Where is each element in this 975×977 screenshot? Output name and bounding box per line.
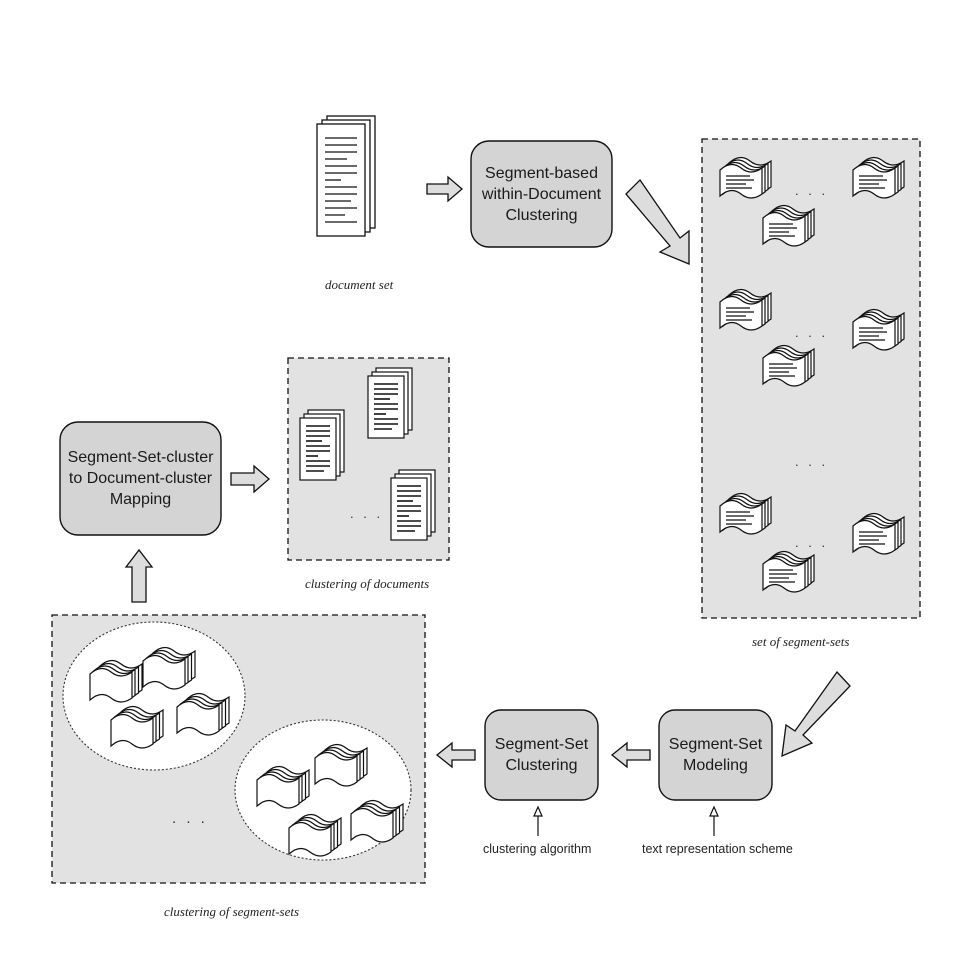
ellipsis-between-groups: . . . (795, 454, 829, 469)
arrow-to-segment-clustering (426, 175, 463, 203)
cluster-ellipse-1 (62, 621, 246, 771)
mapping-label: Segment-Set-cluster to Document-cluster … (67, 449, 214, 508)
arrow-to-set-modeling (781, 670, 851, 758)
ellipsis-group-1: . . . (795, 183, 829, 198)
set-modeling-box (658, 709, 773, 801)
set-clustering-box (484, 709, 599, 801)
arrow-to-set-clustering (610, 741, 651, 769)
arrow-to-clustering-of-segment-sets (435, 741, 476, 769)
document-cluster-1 (299, 409, 345, 481)
document-cluster-2 (367, 367, 413, 439)
clustering-algorithm-label: clustering algorithm (483, 842, 592, 856)
ellipsis-group-3: . . . (795, 535, 829, 550)
arrow-to-clustering-of-documents (230, 464, 270, 494)
document-set-stack (316, 115, 376, 237)
ellipsis-group-2: . . . (795, 325, 829, 340)
set-modeling-label: Segment-Set Modeling (668, 736, 763, 774)
text-representation-scheme-label: text representation scheme (642, 842, 793, 856)
ellipsis-documents: . . . (350, 506, 384, 521)
clustering-of-documents-caption: clustering of documents (305, 576, 430, 591)
segment-clustering-box (470, 140, 613, 248)
arrow-to-segment-sets (625, 178, 690, 265)
document-set-caption: document set (325, 277, 394, 292)
mapping-box (59, 421, 222, 536)
segment-clustering-label: Segment-based within-Document Clustering (481, 164, 602, 224)
ellipsis-clusters: . . . (172, 810, 208, 827)
arrow-to-mapping (124, 548, 154, 603)
input-arrow-clustering-algorithm (533, 805, 543, 836)
set-of-segment-sets-caption: set of segment-sets (752, 634, 850, 649)
document-cluster-3 (390, 469, 436, 541)
set-clustering-label: Segment-Set Clustering (494, 736, 589, 774)
input-arrow-text-representation (709, 805, 719, 836)
clustering-of-segment-sets-caption: clustering of segment-sets (164, 904, 300, 919)
